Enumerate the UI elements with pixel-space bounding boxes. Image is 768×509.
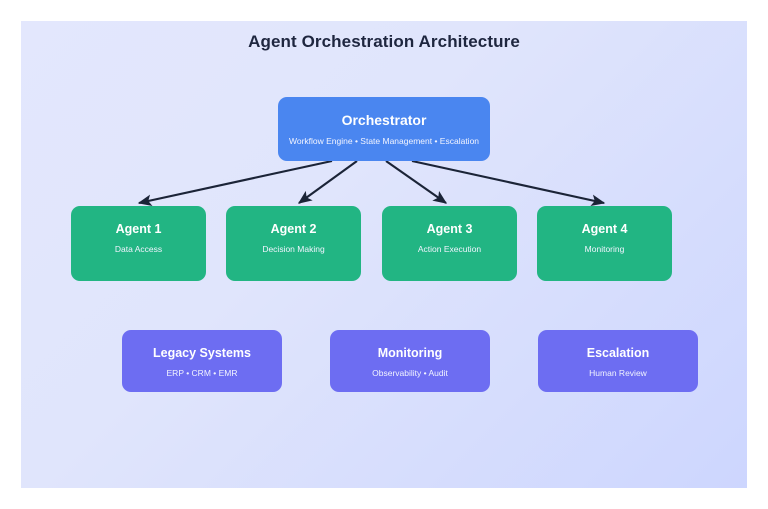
- node-escalation[interactable]: Escalation Human Review: [538, 330, 698, 392]
- connector-orchestrator-to-agent-3: [385, 160, 448, 204]
- node-monitoring[interactable]: Monitoring Observability • Audit: [330, 330, 490, 392]
- node-agent-4[interactable]: Agent 4 Monitoring: [537, 206, 672, 281]
- node-legacy-systems-title: Legacy Systems: [153, 346, 251, 360]
- diagram-canvas: Agent Orchestration Architecture Orchest…: [21, 21, 747, 488]
- node-agent-2[interactable]: Agent 2 Decision Making: [226, 206, 361, 281]
- node-agent-4-title: Agent 4: [581, 222, 628, 236]
- node-agent-1[interactable]: Agent 1 Data Access: [71, 206, 206, 281]
- node-agent-4-subtitle: Monitoring: [584, 243, 625, 254]
- node-legacy-systems-subtitle: ERP • CRM • EMR: [166, 367, 238, 378]
- node-agent-1-subtitle: Data Access: [114, 243, 163, 254]
- node-agent-2-subtitle: Decision Making: [262, 243, 325, 254]
- node-agent-3-title: Agent 3: [426, 222, 473, 236]
- node-orchestrator[interactable]: Orchestrator Workflow Engine • State Man…: [278, 97, 490, 161]
- connector-orchestrator-to-agent-1: [137, 159, 333, 207]
- connector-orchestrator-to-agent-4: [411, 159, 606, 207]
- node-monitoring-subtitle: Observability • Audit: [372, 367, 448, 378]
- node-agent-3[interactable]: Agent 3 Action Execution: [382, 206, 517, 281]
- node-agent-2-title: Agent 2: [270, 222, 317, 236]
- page-title: Agent Orchestration Architecture: [248, 32, 520, 51]
- node-orchestrator-title: Orchestrator: [341, 112, 427, 128]
- node-agent-3-subtitle: Action Execution: [417, 243, 482, 254]
- node-escalation-title: Escalation: [586, 346, 650, 360]
- connector-orchestrator-to-agent-2: [297, 160, 358, 204]
- node-monitoring-title: Monitoring: [377, 346, 443, 360]
- node-legacy-systems[interactable]: Legacy Systems ERP • CRM • EMR: [122, 330, 282, 392]
- node-escalation-subtitle: Human Review: [589, 367, 647, 378]
- node-agent-1-title: Agent 1: [115, 222, 162, 236]
- node-orchestrator-subtitle: Workflow Engine • State Management • Esc…: [288, 136, 480, 147]
